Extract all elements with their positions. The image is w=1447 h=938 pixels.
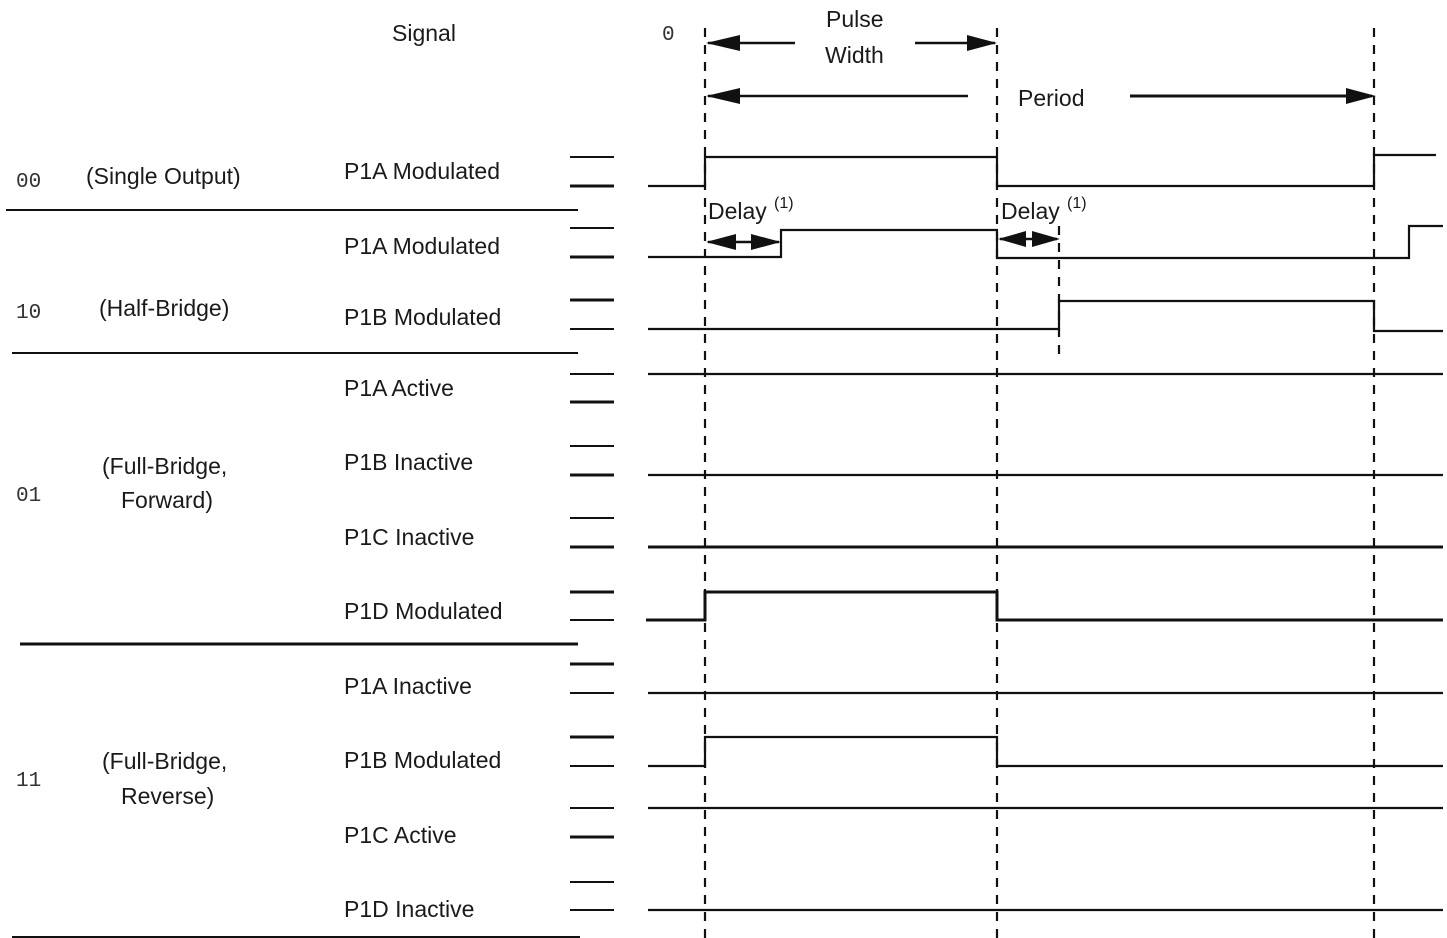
group-code-11: 11 (16, 770, 41, 793)
signal-name: P1A Modulated (344, 233, 500, 259)
level-ticks (570, 156, 614, 911)
signal-name: P1B Inactive (344, 449, 473, 475)
pulse-width-label-line1: Pulse (826, 6, 884, 32)
group-mode-single-output: (Single Output) (86, 163, 241, 189)
pulse-width-arrow (706, 35, 997, 51)
group-code-01: 01 (16, 485, 41, 508)
signal-name: P1C Active (344, 822, 457, 848)
signal-name: P1D Inactive (344, 896, 474, 922)
delay-footnote-marker: (1) (774, 195, 794, 212)
period-label: Period (1018, 85, 1084, 111)
signal-name: P1B Modulated (344, 304, 501, 330)
signal-name: P1A Inactive (344, 673, 472, 699)
period-arrow (706, 88, 1376, 104)
waveform-single-p1a (648, 153, 1436, 188)
pulse-width-label-line2: Width (825, 42, 884, 68)
time-zero-label: 0 (662, 24, 675, 47)
group-mode-full-bridge-reverse-line2: Reverse) (121, 783, 214, 809)
signal-name: P1C Inactive (344, 524, 474, 550)
delay-footnote-marker: (1) (1067, 195, 1087, 212)
group-mode-full-bridge-forward-line1: (Full-Bridge, (102, 453, 227, 479)
signal-column-header: Signal (392, 20, 456, 46)
group-code-00: 00 (16, 171, 41, 194)
group-mode-half-bridge: (Half-Bridge) (99, 295, 229, 321)
group-mode-full-bridge-forward-line2: Forward) (121, 487, 213, 513)
delay-annotation-rising: Delay (1) (706, 195, 794, 250)
group-mode-full-bridge-reverse-line1: (Full-Bridge, (102, 748, 227, 774)
signal-name: P1D Modulated (344, 598, 503, 624)
waveform-half-bridge-p1b (648, 299, 1443, 333)
delay-annotation-falling: Delay (1) (998, 195, 1087, 247)
waveform-reverse-p1b (648, 735, 1443, 768)
group-code-10: 10 (16, 302, 41, 325)
waveform-half-bridge-p1a (648, 224, 1443, 260)
waveform-forward-p1d (646, 590, 1443, 622)
delay-label: Delay (708, 198, 767, 224)
signal-name: P1A Modulated (344, 158, 500, 184)
signal-name: P1A Active (344, 375, 454, 401)
delay-label: Delay (1001, 198, 1060, 224)
signal-name: P1B Modulated (344, 747, 501, 773)
